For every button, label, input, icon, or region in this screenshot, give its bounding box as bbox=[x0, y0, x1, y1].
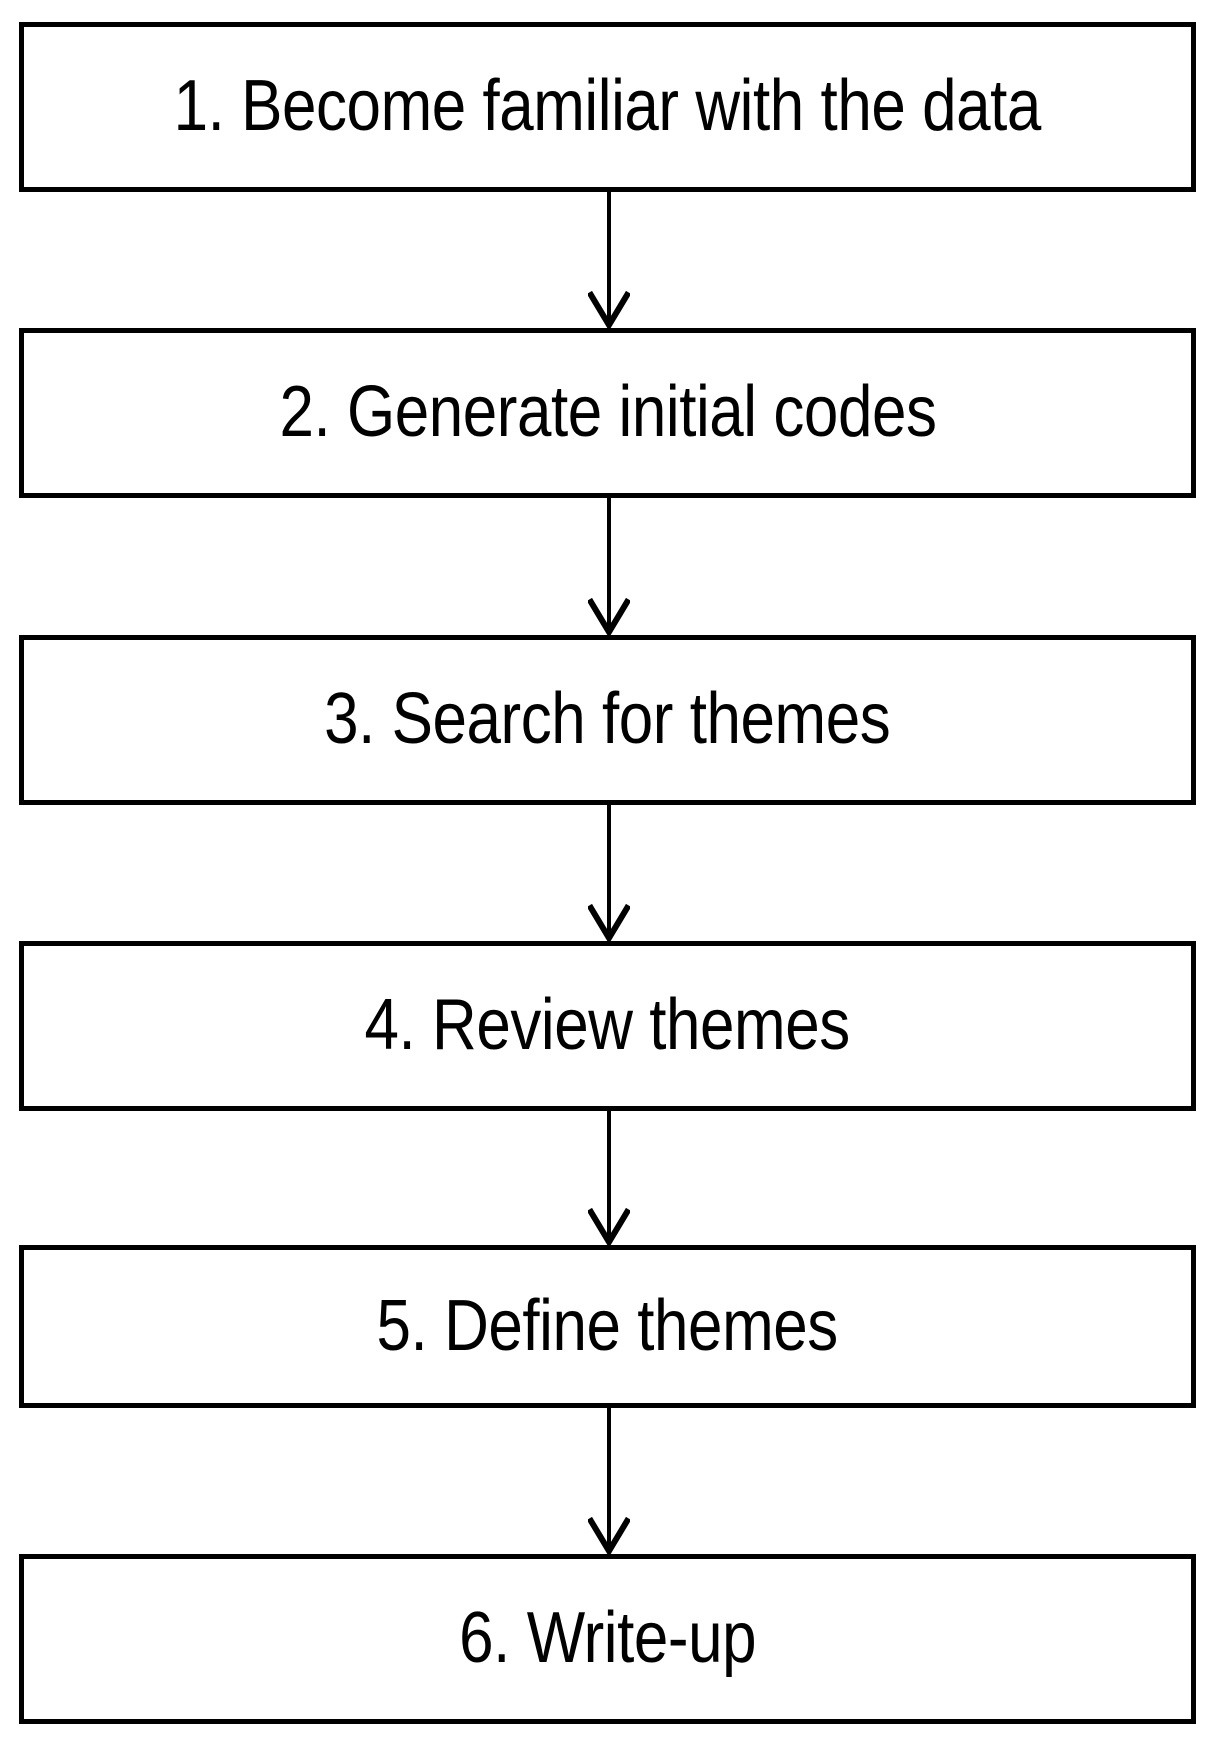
flowchart-step-6: 6. Write-up bbox=[19, 1554, 1196, 1724]
flowchart-step-4: 4. Review themes bbox=[19, 941, 1196, 1111]
flowchart-step-1: 1. Become familiar with the data bbox=[19, 22, 1196, 192]
flowchart-step-5-label: 5. Define themes bbox=[376, 1285, 839, 1366]
connector-arrow-2-to-3 bbox=[588, 498, 630, 635]
flowchart-step-3: 3. Search for themes bbox=[19, 635, 1196, 805]
connector-arrow-3-to-4 bbox=[588, 805, 630, 941]
flowchart-step-1-label: 1. Become familiar with the data bbox=[173, 66, 1042, 147]
flowchart-step-3-label: 3. Search for themes bbox=[324, 679, 891, 760]
connector-arrow-4-to-5 bbox=[588, 1111, 630, 1245]
flowchart-step-5: 5. Define themes bbox=[19, 1245, 1196, 1408]
connector-arrow-1-to-2 bbox=[588, 192, 630, 328]
flowchart-step-2-label: 2. Generate initial codes bbox=[278, 372, 937, 453]
flowchart-step-2: 2. Generate initial codes bbox=[19, 328, 1196, 498]
flowchart-step-4-label: 4. Review themes bbox=[364, 985, 851, 1066]
connector-arrow-5-to-6 bbox=[588, 1408, 630, 1554]
flowchart-step-6-label: 6. Write-up bbox=[459, 1598, 756, 1679]
